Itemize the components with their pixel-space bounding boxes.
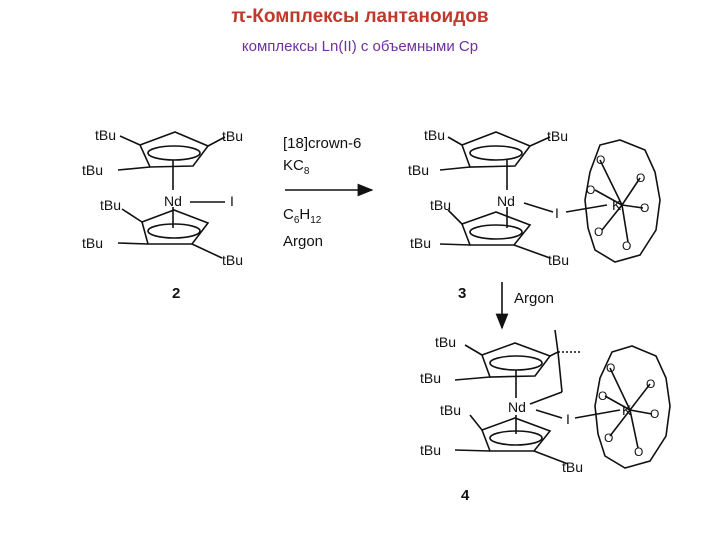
tbu-label: tBu (410, 235, 431, 251)
oxygen-atom-label: O (594, 225, 603, 239)
upper-cp-ring-4 (480, 342, 552, 378)
nd-atom-label: Nd (497, 193, 515, 209)
crown-ether-4 (594, 345, 671, 469)
compound-4 (454, 329, 671, 469)
iodine-atom-label: I (230, 193, 234, 209)
compound-number-4: 4 (461, 487, 470, 504)
upper-cp-aromatic-ring-4 (489, 355, 543, 371)
tbu-label: tBu (430, 197, 451, 213)
potassium-atom-label: K (622, 402, 632, 418)
atmosphere-argon-1: Argon (283, 233, 323, 250)
potassium-atom-label: K (612, 197, 622, 213)
oxygen-atom-label: O (622, 239, 631, 253)
compound-3 (439, 131, 661, 263)
solvent-cyclohexane: C6H12 (283, 206, 322, 226)
lower-cp-ring-3 (460, 211, 532, 246)
tbu-label: tBu (547, 128, 568, 144)
slide-title: π-Комплексы лантаноидов (231, 6, 489, 27)
tbu-label: tBu (435, 334, 456, 350)
oxygen-atom-label: O (586, 183, 595, 197)
tbu-label: tBu (222, 252, 243, 268)
tbu-label: tBu (440, 402, 461, 418)
tbu-label: tBu (408, 162, 429, 178)
slide-subtitle: комплексы Ln(II) с объемными Cp (241, 38, 479, 55)
iodine-atom-label: I (566, 411, 570, 427)
nd-atom-label: Nd (508, 399, 526, 415)
oxygen-atom-label: O (634, 445, 643, 459)
lower-cp-aromatic-ring-2 (147, 223, 201, 239)
oxygen-atom-label: O (640, 201, 649, 215)
upper-cp-ring-2 (138, 131, 210, 168)
atmosphere-argon-2: Argon (514, 290, 554, 307)
tbu-label: tBu (82, 235, 103, 251)
tbu-label: tBu (95, 127, 116, 143)
upper-cp-aromatic-ring-2 (147, 145, 201, 161)
reagent-crown-ether: [18]crown-6 (283, 135, 361, 152)
tbu-label: tBu (548, 252, 569, 268)
upper-cp-aromatic-ring-3 (469, 145, 523, 161)
tbu-label: tBu (100, 197, 121, 213)
iodine-atom-label: I (555, 205, 559, 221)
oxygen-atom-label: O (650, 407, 659, 421)
oxygen-atom-label: O (636, 171, 645, 185)
nd-atom-label: Nd (164, 193, 182, 209)
tbu-label: tBu (562, 459, 583, 475)
lower-cp-aromatic-ring-3 (469, 224, 523, 240)
oxygen-atom-label: O (606, 361, 615, 375)
crown-ether-3 (584, 139, 661, 263)
oxygen-atom-label: O (596, 153, 605, 167)
tbu-label: tBu (424, 127, 445, 143)
oxygen-atom-label: O (646, 377, 655, 391)
compound-number-2: 2 (172, 285, 180, 302)
tbu-label: tBu (420, 442, 441, 458)
oxygen-atom-label: O (604, 431, 613, 445)
lower-cp-ring-4 (480, 417, 552, 452)
tbu-label: tBu (420, 370, 441, 386)
tbu-label: tBu (222, 128, 243, 144)
reagent-kc8: KC8 (283, 157, 310, 177)
tbu-label: tBu (82, 162, 103, 178)
compound-2 (117, 131, 226, 259)
upper-cp-ring-3 (460, 131, 532, 168)
compound-number-3: 3 (458, 285, 466, 302)
oxygen-atom-label: O (598, 389, 607, 403)
lower-cp-ring-2 (141, 209, 210, 245)
